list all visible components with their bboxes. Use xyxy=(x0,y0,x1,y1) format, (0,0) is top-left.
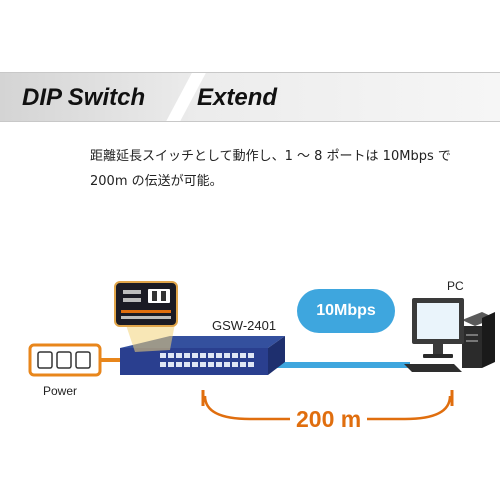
network-switch-icon xyxy=(120,336,285,375)
description-line-2: 200m の伝送が可能。 xyxy=(90,174,223,189)
switch-model-label: GSW-2401 xyxy=(212,318,277,333)
header-mode: Extend xyxy=(197,84,278,111)
pc-label: PC xyxy=(447,279,464,293)
description: 距離延長スイッチとして動作し、1 ～ 8 ポートは 10Mbps で 200m … xyxy=(90,144,470,194)
distance-brace xyxy=(201,390,454,421)
distance-label: 200 m xyxy=(290,406,368,433)
power-strip-icon xyxy=(28,343,102,377)
power-label: Power xyxy=(43,384,78,398)
speed-badge: 10Mbps xyxy=(297,289,395,333)
dip-switch-callout xyxy=(114,281,178,352)
header-title: DIP Switch xyxy=(22,84,146,111)
description-line-1: 距離延長スイッチとして動作し、1 ～ 8 ポートは 10Mbps で xyxy=(90,149,451,164)
header-banner: DIP Switch Extend xyxy=(0,72,500,122)
pc-icon xyxy=(404,298,495,372)
